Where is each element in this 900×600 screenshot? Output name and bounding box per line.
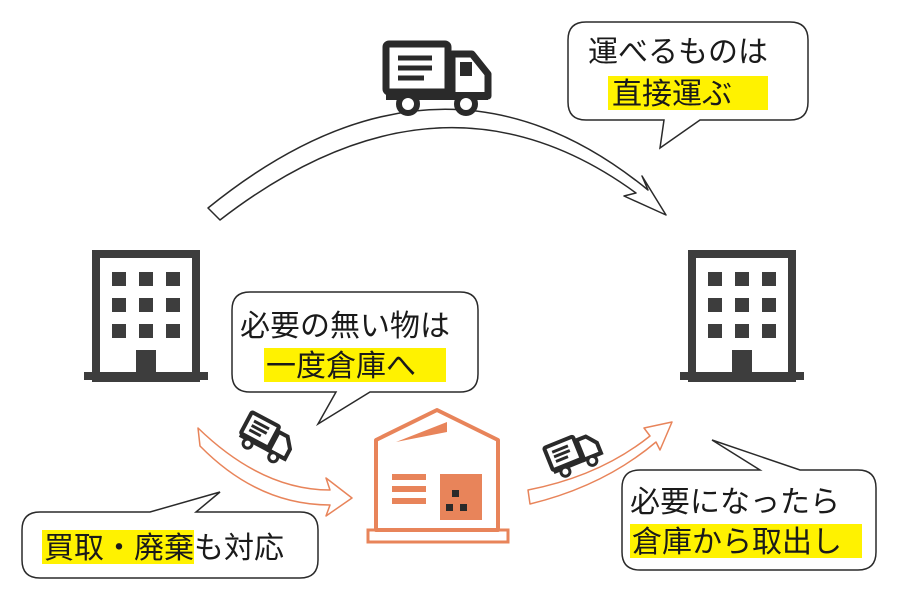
office-building-icon xyxy=(680,250,804,382)
bubble-buyback-rest: も対応 xyxy=(194,531,284,566)
bubble-storage-line2: 一度倉庫へ xyxy=(266,349,416,384)
highlight-mark xyxy=(264,348,446,382)
bubble-storage-line1: 必要の無い物は xyxy=(240,309,450,344)
truck-icon xyxy=(238,410,293,464)
highlight-mark xyxy=(630,524,862,558)
warehouse-icon xyxy=(366,408,510,544)
bubble-direct: 運べるものは 直接運ぶ xyxy=(567,21,809,150)
bubble-buyback-text: 買取・廃棄も対応 xyxy=(44,531,284,566)
highlight-mark xyxy=(42,530,194,564)
bubble-storage: 必要の無い物は 一度倉庫へ xyxy=(231,291,479,427)
bubble-retrieve: 必要になったら 倉庫から取出し xyxy=(621,439,877,571)
to-warehouse-arrow xyxy=(197,427,353,517)
bubble-direct-line1: 運べるものは xyxy=(588,35,768,70)
bubble-retrieve-line1: 必要になったら xyxy=(630,485,840,520)
highlight-mark xyxy=(608,76,768,110)
from-warehouse-arrow xyxy=(527,421,673,505)
truck-icon xyxy=(382,40,492,116)
truck-icon xyxy=(542,434,604,478)
bubble-buyback: 買取・廃棄も対応 xyxy=(21,491,319,579)
bubble-direct-line2: 直接運ぶ xyxy=(612,77,732,112)
bubble-retrieve-line2: 倉庫から取出し xyxy=(632,525,842,560)
bubble-buyback-highlight: 買取・廃棄 xyxy=(44,531,194,566)
office-building-icon xyxy=(84,250,208,382)
direct-route-arrow xyxy=(207,108,667,221)
